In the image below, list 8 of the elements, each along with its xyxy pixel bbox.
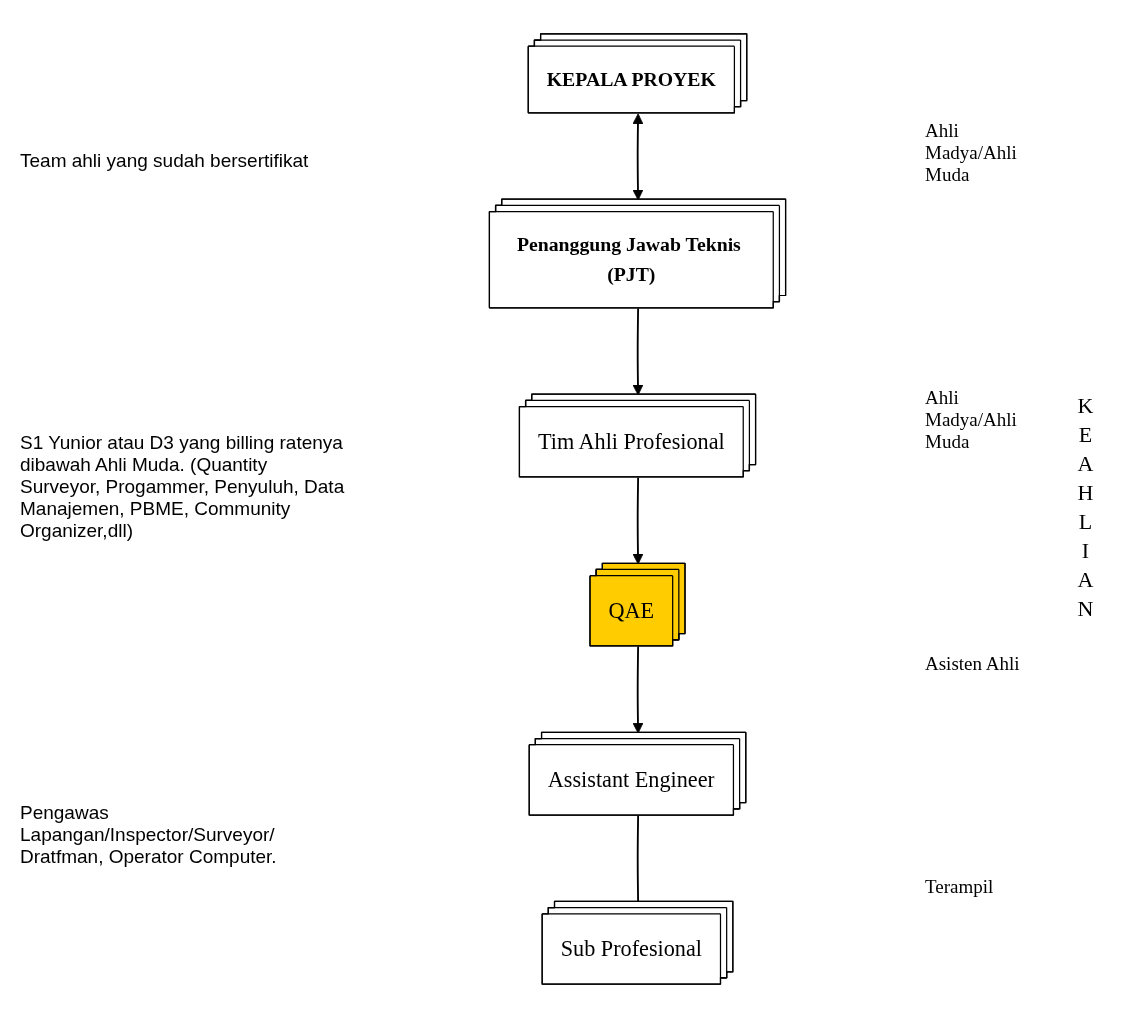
description-note: S1 Yunior atau D3 yang billing ratenya dibawah Ahli Muda. (Quantity Surveyor, Progammer, Penyuluh, Data Manajemen, PBME, Community Organizer,dll) [20, 432, 346, 542]
description-note: Pengawas Lapangan/Inspector/Surveyor/ Dratfman, Operator Computer. [20, 802, 278, 868]
level-note: Terampil [925, 875, 995, 898]
level-note: Ahli Madya/Ahli Muda [925, 120, 1018, 187]
group-note: Team ahli yang sudah bersertifikat [20, 150, 310, 172]
level-note: Asisten Ahli [925, 653, 1021, 676]
vertical-heading: KEAHLIAN [1072, 393, 1098, 625]
level-note: Ahli Madya/Ahli Muda [925, 386, 1018, 453]
